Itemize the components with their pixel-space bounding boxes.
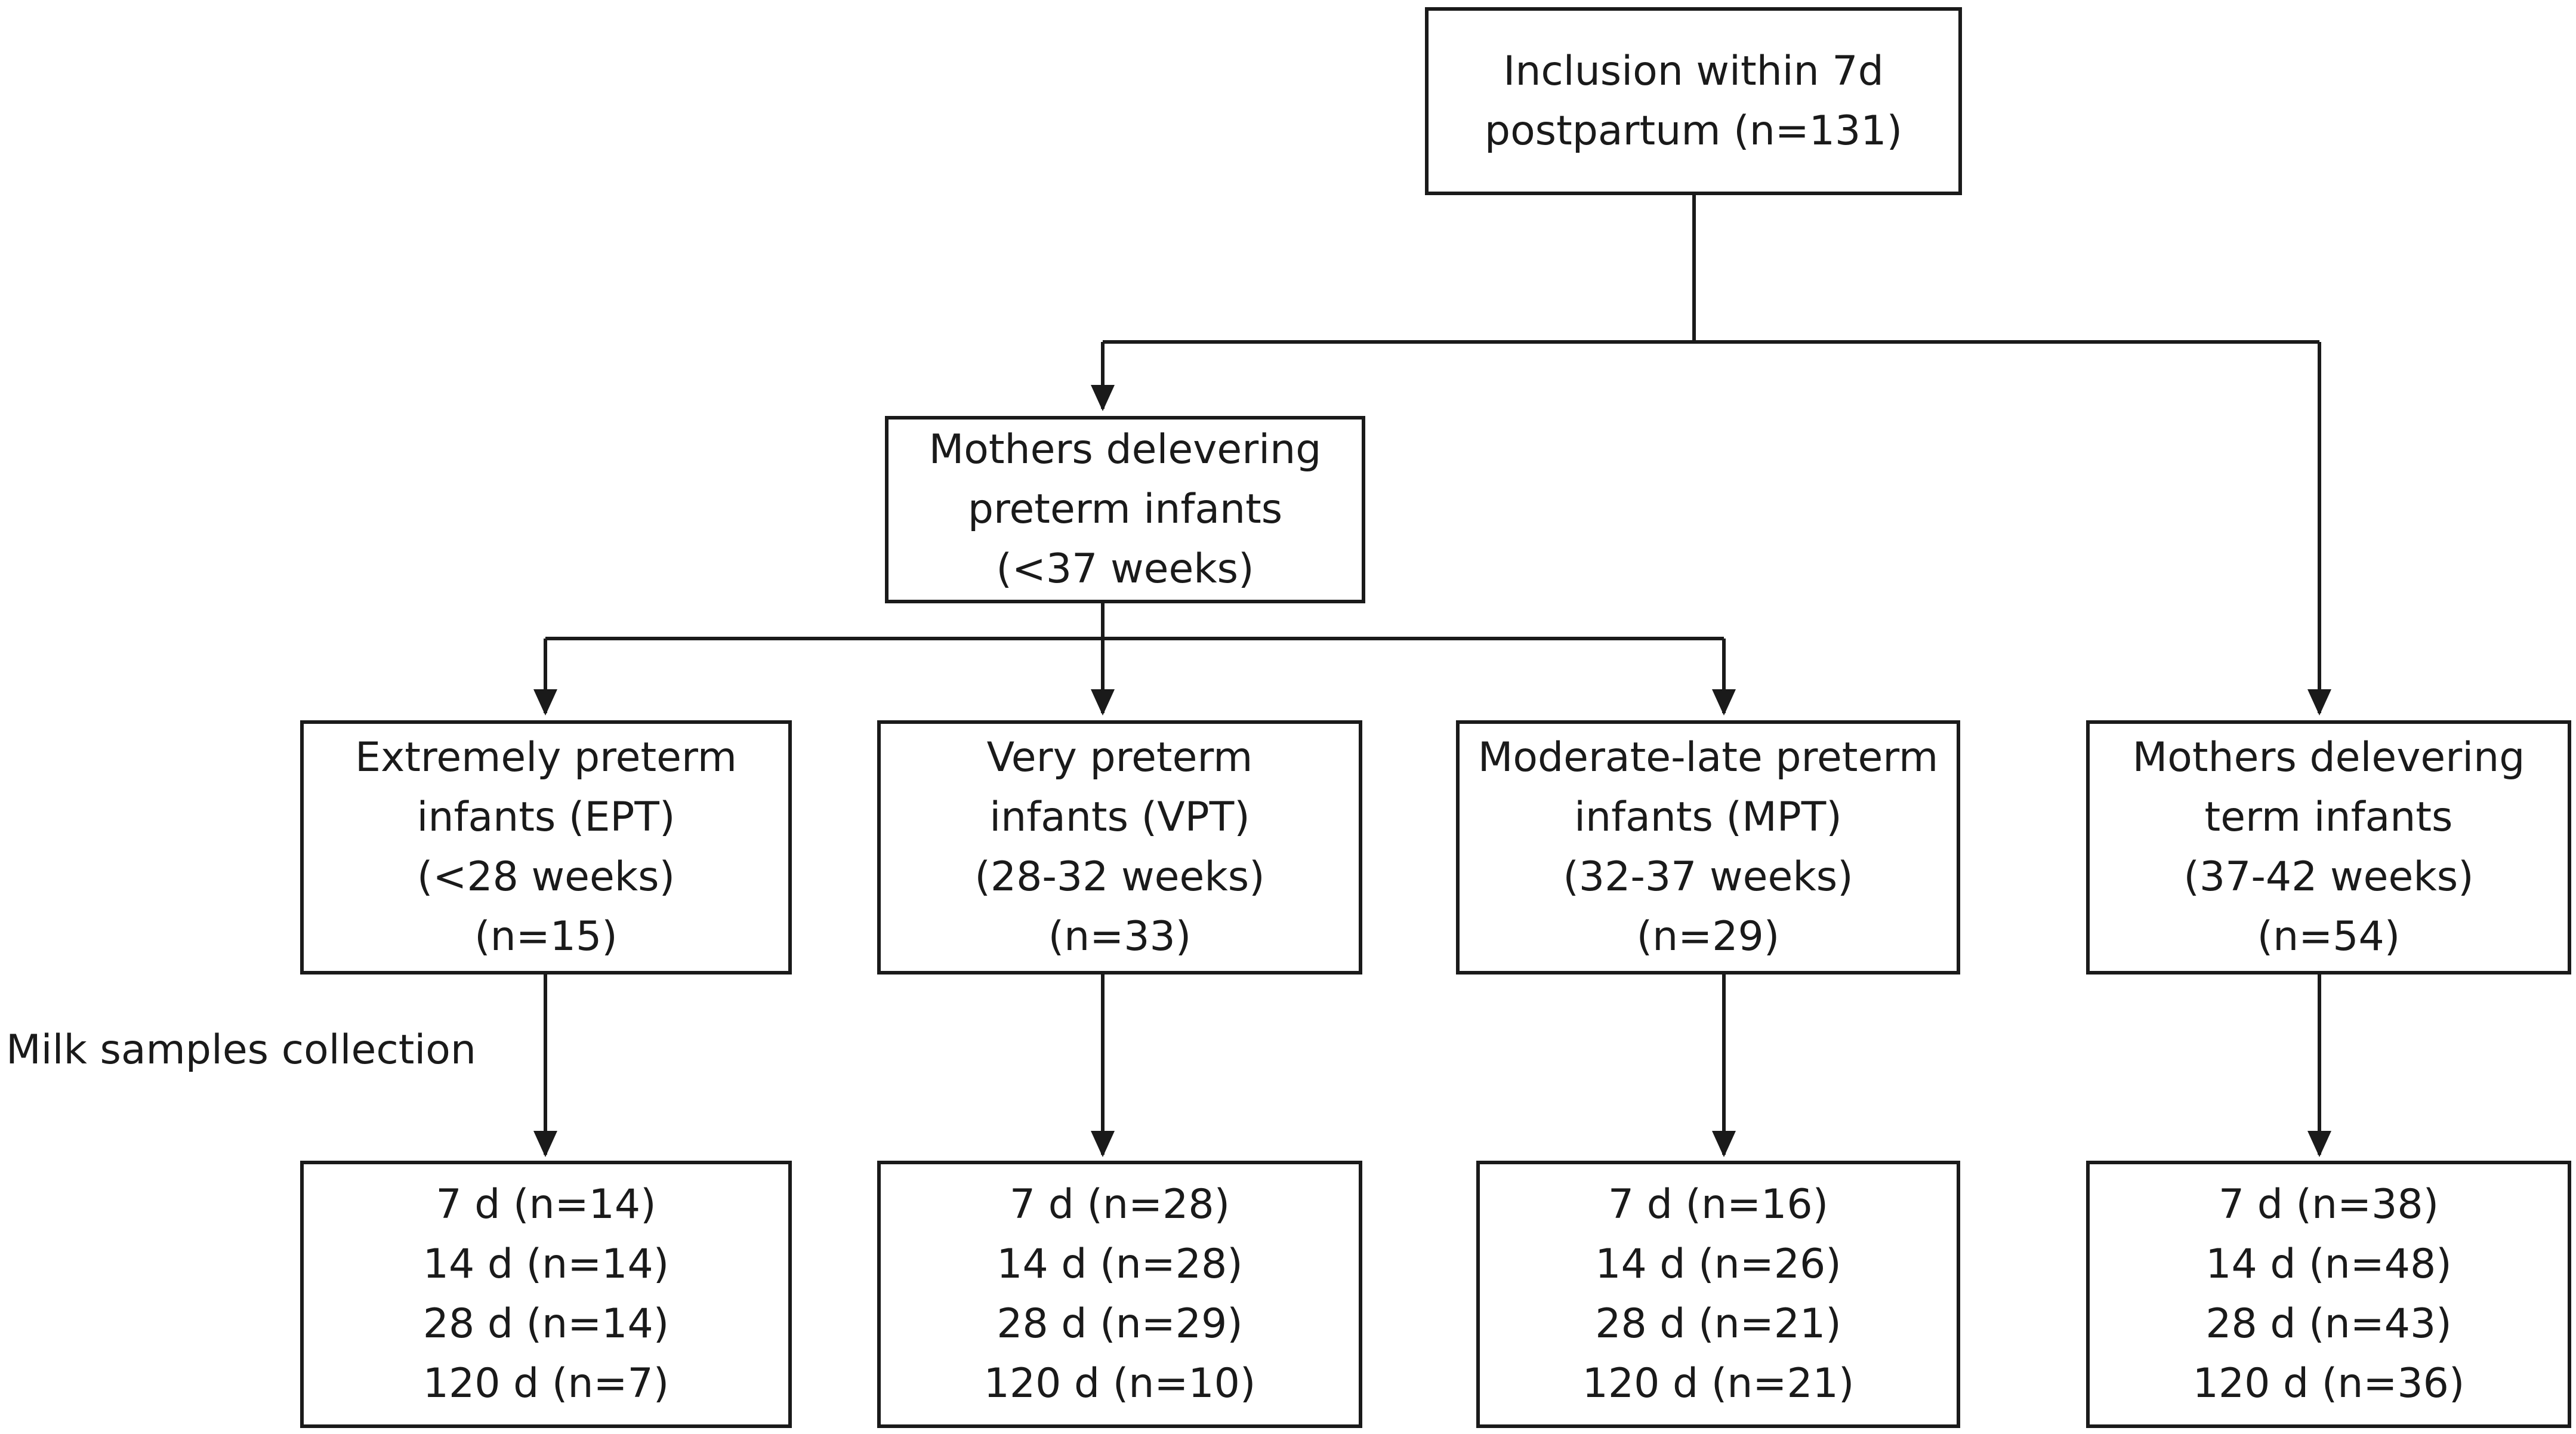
term-sample-120d: 120 d (n=36)	[2192, 1360, 2465, 1407]
term-group-box: Mothers delevering term infants (37-42 w…	[2086, 720, 2571, 974]
vpt-group-line-4: (n=33)	[1048, 913, 1192, 960]
mpt-samples-box: 7 d (n=16) 14 d (n=26) 28 d (n=21) 120 d…	[1476, 1161, 1960, 1428]
vpt-sample-120d: 120 d (n=10)	[983, 1360, 1256, 1407]
inclusion-box: Inclusion within 7d postpartum (n=131)	[1425, 7, 1962, 195]
ept-group-line-1: Extremely preterm	[355, 734, 737, 781]
ept-sample-28d: 28 d (n=14)	[422, 1300, 670, 1347]
term-group-line-3: (37-42 weeks)	[2183, 853, 2474, 901]
term-samples-box: 7 d (n=38) 14 d (n=48) 28 d (n=43) 120 d…	[2086, 1161, 2571, 1428]
mpt-group-line-3: (32-37 weeks)	[1563, 853, 1853, 901]
ept-sample-7d: 7 d (n=14)	[436, 1181, 656, 1228]
ept-group-line-4: (n=15)	[474, 913, 618, 960]
mpt-sample-14d: 14 d (n=26)	[1595, 1241, 1841, 1288]
mpt-sample-28d: 28 d (n=21)	[1595, 1300, 1841, 1347]
inclusion-line-2: postpartum (n=131)	[1484, 107, 1903, 155]
vpt-group-line-2: infants (VPT)	[989, 794, 1250, 841]
preterm-mothers-box: Mothers delevering preterm infants (<37 …	[885, 416, 1365, 603]
ept-group-line-3: (<28 weeks)	[417, 853, 675, 901]
mpt-group-line-1: Moderate-late preterm	[1477, 734, 1939, 781]
mpt-sample-7d: 7 d (n=16)	[1608, 1181, 1829, 1228]
term-sample-14d: 14 d (n=48)	[2205, 1241, 2452, 1288]
vpt-sample-28d: 28 d (n=29)	[997, 1300, 1243, 1347]
ept-sample-120d: 120 d (n=7)	[422, 1360, 670, 1407]
preterm-line-2: preterm infants	[967, 486, 1283, 533]
ept-sample-14d: 14 d (n=14)	[422, 1241, 670, 1288]
mpt-sample-120d: 120 d (n=21)	[1582, 1360, 1855, 1407]
term-sample-28d: 28 d (n=43)	[2205, 1300, 2452, 1347]
inclusion-line-1: Inclusion within 7d	[1503, 47, 1884, 95]
ept-group-box: Extremely preterm infants (EPT) (<28 wee…	[300, 720, 792, 974]
vpt-group-line-3: (28-32 weeks)	[974, 853, 1265, 901]
mpt-group-box: Moderate-late preterm infants (MPT) (32-…	[1456, 720, 1960, 974]
ept-group-line-2: infants (EPT)	[417, 794, 675, 841]
vpt-sample-7d: 7 d (n=28)	[1009, 1181, 1230, 1228]
vpt-group-box: Very preterm infants (VPT) (28-32 weeks)…	[877, 720, 1362, 974]
mpt-group-line-4: (n=29)	[1636, 913, 1780, 960]
term-group-line-2: term infants	[2204, 794, 2453, 841]
term-sample-7d: 7 d (n=38)	[2218, 1181, 2439, 1228]
preterm-line-3: (<37 weeks)	[996, 545, 1254, 593]
ept-samples-box: 7 d (n=14) 14 d (n=14) 28 d (n=14) 120 d…	[300, 1161, 792, 1428]
term-group-line-1: Mothers delevering	[2132, 734, 2525, 781]
milk-samples-label: Milk samples collection	[6, 1026, 476, 1074]
vpt-samples-box: 7 d (n=28) 14 d (n=28) 28 d (n=29) 120 d…	[877, 1161, 1362, 1428]
term-group-line-4: (n=54)	[2257, 913, 2401, 960]
vpt-group-line-1: Very preterm	[986, 734, 1253, 781]
vpt-sample-14d: 14 d (n=28)	[997, 1241, 1243, 1288]
mpt-group-line-2: infants (MPT)	[1574, 794, 1842, 841]
preterm-line-1: Mothers delevering	[928, 426, 1322, 473]
